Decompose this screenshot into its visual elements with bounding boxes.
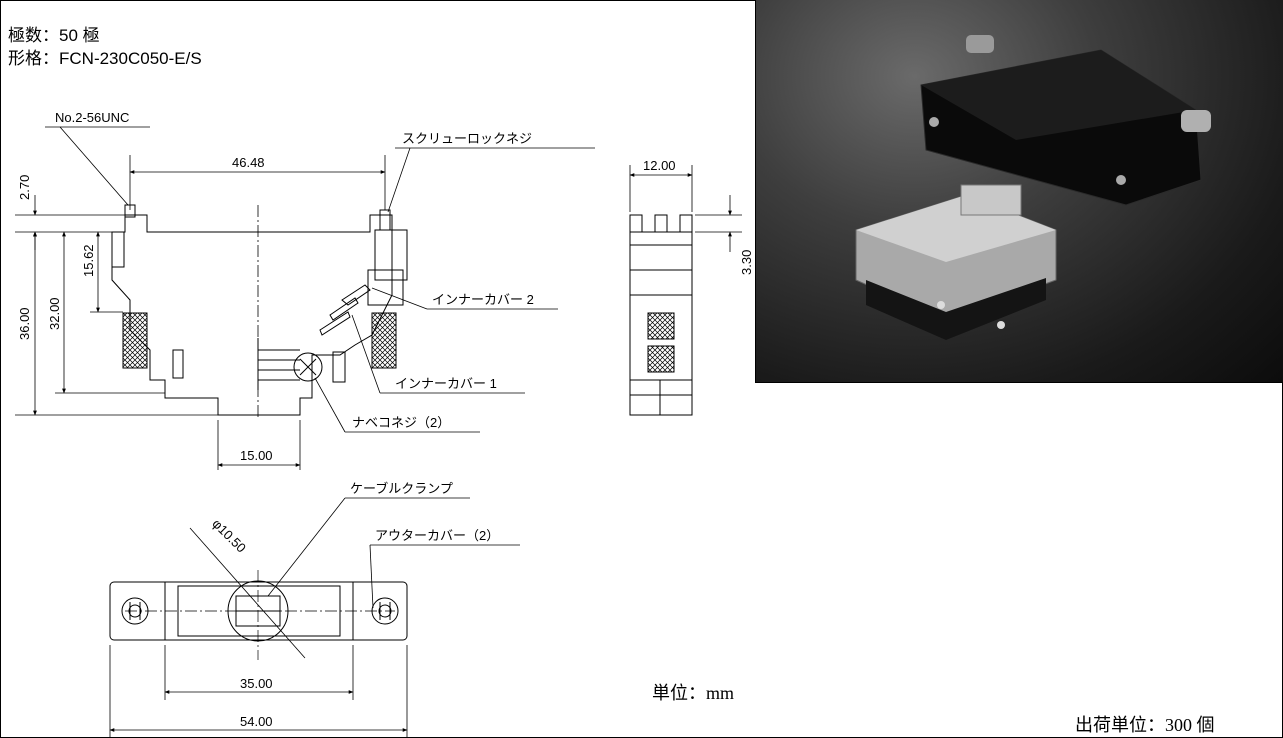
callout-screw-thread: No.2-56UNC — [55, 110, 129, 125]
callout-inner-cover-1: インナーカバー 1 — [395, 376, 497, 391]
front-view — [111, 204, 408, 420]
model-label: 形格：FCN-230C050-E/S — [8, 49, 202, 68]
poles-label: 極数：50 極 — [8, 26, 100, 45]
dim-15-00: 15.00 — [240, 448, 273, 463]
unit-label: 単位：mm — [652, 683, 735, 703]
dim-32-00: 32.00 — [47, 297, 62, 330]
dim-phi-10-50: φ10.50 — [209, 516, 249, 556]
callout-screw-lock: スクリューロックネジ — [402, 131, 532, 146]
dim-2-70: 2.70 — [17, 175, 32, 200]
callout-pan-screw: ナベコネジ（2） — [352, 415, 450, 430]
dim-15-62: 15.62 — [81, 244, 96, 277]
dim-54-00: 54.00 — [240, 714, 273, 729]
front-dimensions — [15, 126, 595, 470]
dim-35-00: 35.00 — [240, 676, 273, 691]
bottom-view — [109, 570, 408, 660]
callout-outer-cover: アウターカバー（2） — [375, 528, 499, 543]
connector-photo — [755, 0, 1283, 383]
callout-cable-clamp: ケーブルクランプ — [350, 481, 453, 496]
bottom-dimensions — [109, 497, 520, 738]
connector-photo-icon — [855, 35, 1211, 340]
side-view — [629, 214, 693, 416]
dim-12-00: 12.00 — [643, 158, 676, 173]
shipping-unit-label: 出荷単位：300 個 — [1075, 715, 1215, 735]
callout-inner-cover-2: インナーカバー 2 — [432, 292, 534, 307]
dim-3-30: 3.30 — [739, 250, 754, 275]
dim-36-00: 36.00 — [17, 307, 32, 340]
dim-46-48: 46.48 — [232, 155, 265, 170]
side-dimensions — [629, 165, 742, 252]
